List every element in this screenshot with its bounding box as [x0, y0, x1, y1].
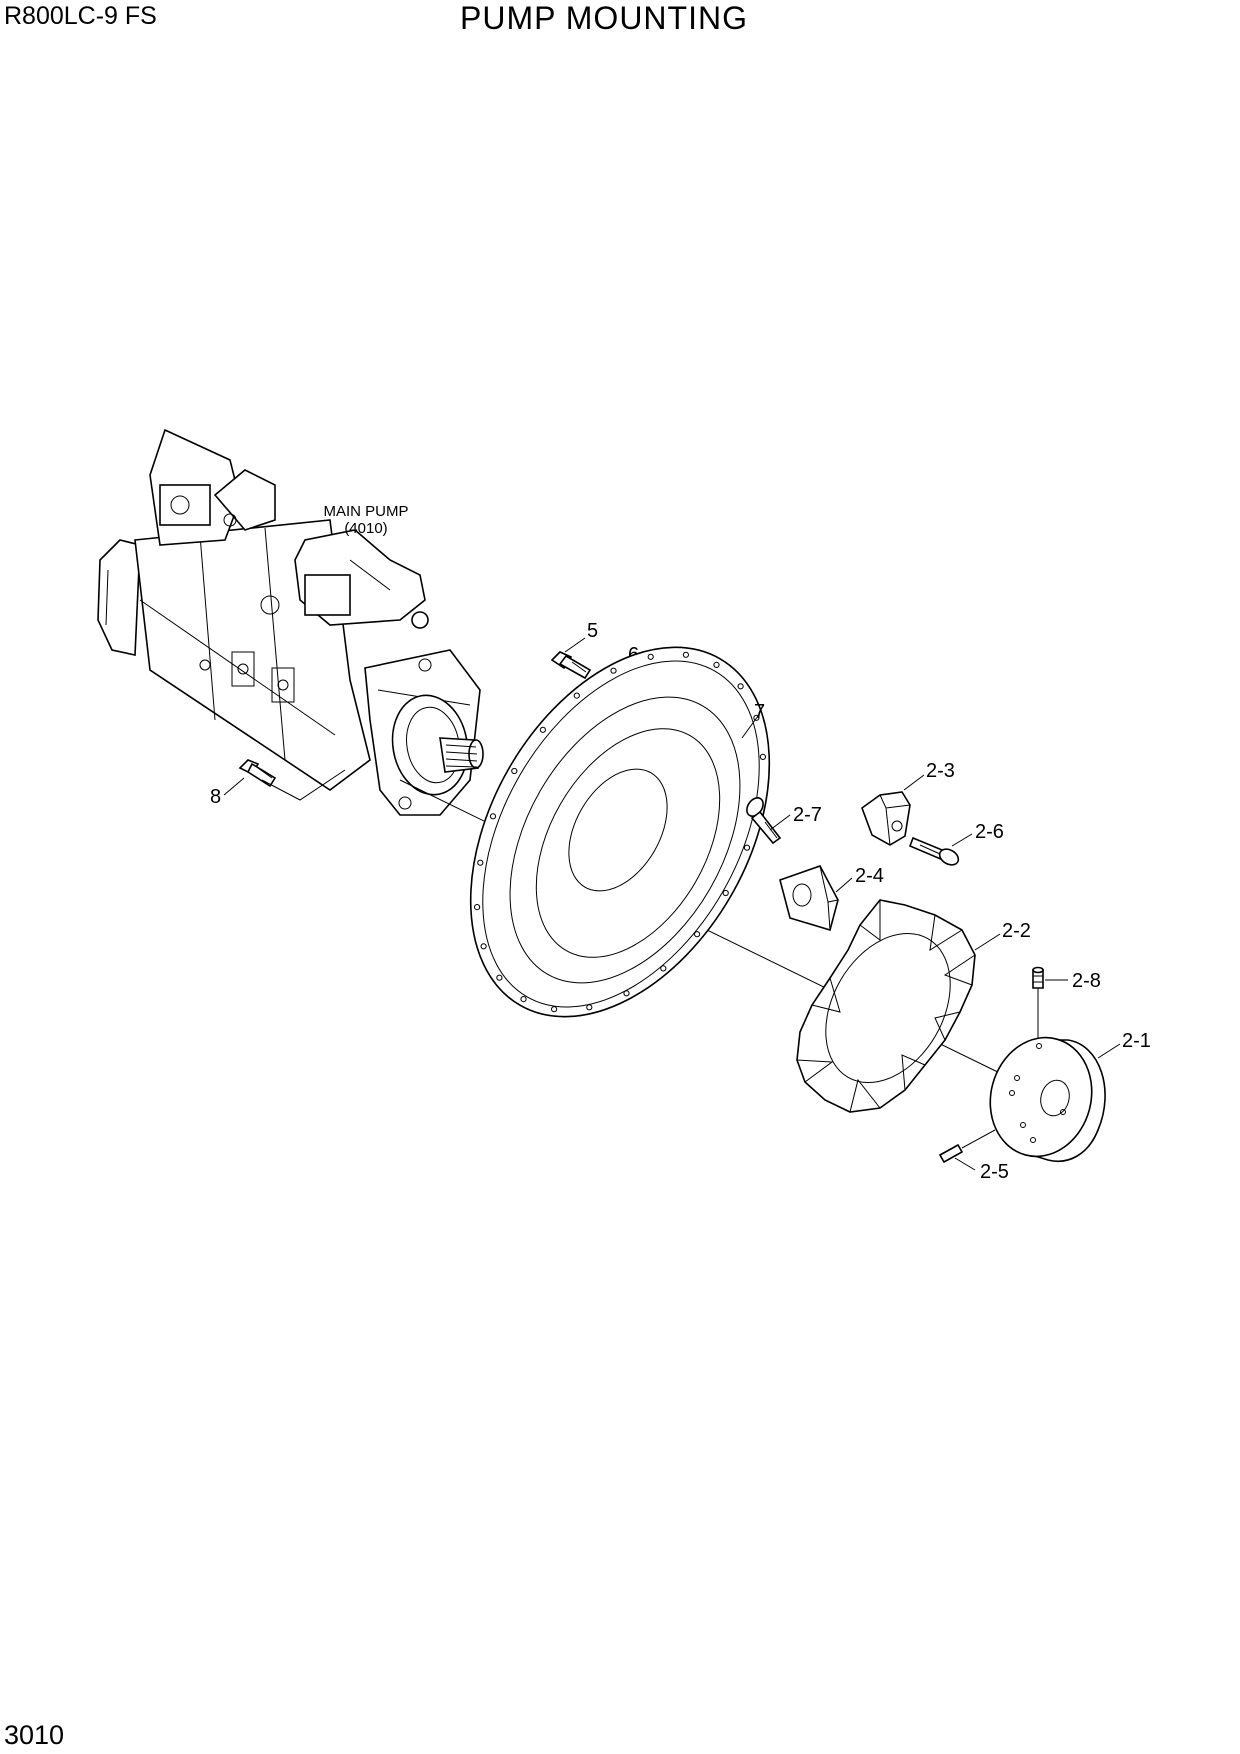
- flywheel-bolt-hole: [551, 1006, 558, 1013]
- model-label: R800LC-9 FS: [4, 2, 157, 30]
- leader-2-5: [951, 833, 973, 847]
- flywheel-bolt-hole: [759, 753, 767, 761]
- callout-5: 5: [587, 620, 598, 642]
- flywheel-bolt-hole: [713, 661, 720, 669]
- flywheel-bolt-hole: [496, 974, 503, 981]
- callout-2-7: 2-8: [1072, 970, 1101, 992]
- callout-2-8: 2-5: [980, 1161, 1009, 1183]
- flywheel-bolt-hole: [610, 667, 617, 674]
- leader-2-1: [1097, 1043, 1121, 1059]
- part-2-1-hub: [989, 1036, 1106, 1162]
- page-title: PUMP MOUNTING: [460, 0, 748, 36]
- callout-7: 7: [754, 701, 765, 723]
- part-2-6-cap-screw: [746, 797, 782, 845]
- callout-2-5: 2-6: [975, 821, 1004, 843]
- part-2-4-wedge: [779, 865, 839, 932]
- part-2-2-coupling-element: [796, 899, 976, 1113]
- part-2-8-pin: [938, 1143, 964, 1164]
- part-8-bolt: [238, 759, 346, 801]
- leader-2-3: [903, 774, 925, 791]
- callout-2-1: 2-1: [1122, 1030, 1151, 1052]
- leader-8: [223, 777, 245, 796]
- leader-2-2: [974, 933, 1001, 951]
- flywheel-bolt-hole: [474, 904, 481, 911]
- main-pump-label: MAIN PUMP: [323, 503, 408, 520]
- leader-2-8: [954, 1157, 976, 1171]
- leader-2-6: [769, 814, 791, 831]
- callout-2-3: 2-3: [926, 760, 955, 782]
- flywheel-bolt-hole: [737, 683, 744, 690]
- part-7-flywheel-plate: [469, 646, 771, 1018]
- flywheel-bolt-hole: [573, 692, 580, 699]
- flywheel-bolt-hole: [511, 767, 518, 775]
- main-pump-drawing: [97, 428, 484, 816]
- callout-2-4: 2-4: [855, 865, 884, 887]
- flywheel-bolt-hole: [694, 931, 701, 938]
- flywheel-bolt-hole: [539, 726, 547, 733]
- leader-2-4: [835, 877, 853, 893]
- flywheel-bolt-hole: [753, 714, 760, 721]
- flywheel-bolt-hole: [682, 651, 690, 658]
- flywheel-bolt-hole: [722, 889, 729, 897]
- callout-2-2: 2-2: [1002, 920, 1031, 942]
- callout-2-6: 2-7: [793, 804, 822, 826]
- leader-5: [564, 637, 586, 653]
- flywheel-bolt-hole: [623, 990, 630, 997]
- flywheel-bolt-hole: [660, 965, 667, 972]
- callout-8: 8: [210, 786, 221, 808]
- main-pump-ref: (4010): [344, 520, 387, 537]
- page-number: 3010: [4, 1720, 65, 1750]
- leader-7: [741, 715, 759, 739]
- flywheel-bolt-hole: [489, 813, 497, 820]
- flywheel-bolt-hole: [480, 943, 487, 950]
- part-5-bolt: [550, 651, 592, 680]
- flywheel-bolt-hole: [647, 653, 654, 660]
- part-2-3-clamp: [861, 791, 911, 846]
- flywheel-bolt-hole: [477, 859, 484, 866]
- flywheel-bolt-hole: [586, 1004, 593, 1011]
- flywheel-bolt-hole: [520, 996, 527, 1003]
- flywheel-bolt-hole: [743, 844, 751, 851]
- part-2-5-cap-screw: [908, 836, 960, 866]
- part-2-7-set-screw: [1032, 966, 1044, 989]
